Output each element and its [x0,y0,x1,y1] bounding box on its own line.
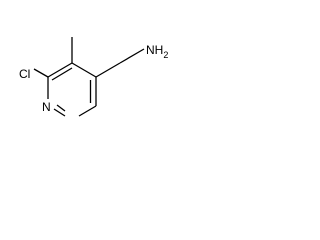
chlorine-atom-label: Cl [19,67,30,81]
ring-bond-c2-c3-inner [51,67,73,81]
ring-bond-c5-c6 [78,105,97,117]
ring-bond-c3-c4 [71,62,97,78]
bond-ch2-n [119,48,145,64]
ring-bond-c6-n [53,108,66,117]
pyridine-ring [47,62,97,117]
bond-c2-cl [33,68,49,78]
amine-group-label: NH2 [146,43,168,60]
bond-c4-ch2 [95,62,121,78]
amine-nh-label: NH [146,43,163,57]
ring-bond-c2-c3 [47,62,73,78]
amine-subscript-label: 2 [163,50,168,60]
molecule-drawing: Cl N NH2 [19,37,168,117]
nitrogen-atom-label: N [42,100,51,114]
ring-bond-c6-n-inner [56,104,66,112]
structure-canvas: Cl N NH2 [0,0,196,120]
